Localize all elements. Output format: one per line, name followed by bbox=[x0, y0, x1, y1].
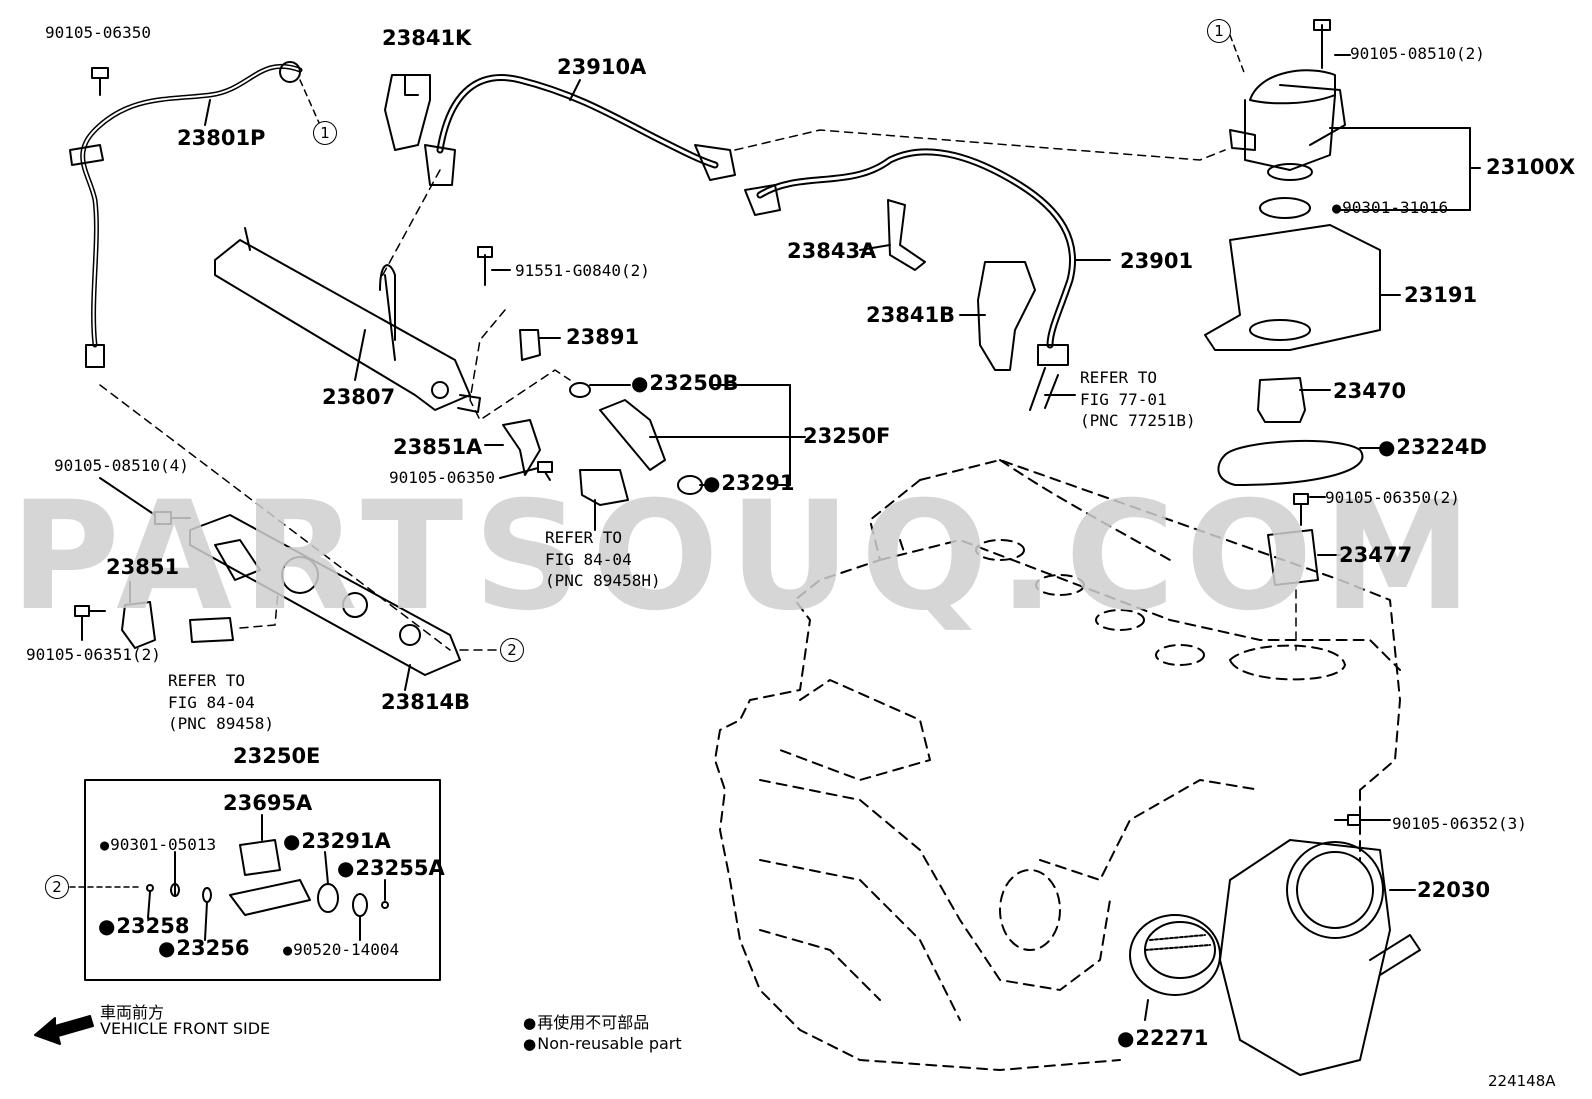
label-23910A[interactable]: 23910A bbox=[557, 55, 647, 79]
label-90105-08510-2[interactable]: 90105-08510(2) bbox=[1350, 44, 1485, 63]
inset-box-23250E bbox=[69, 779, 441, 981]
insulator-23891-drawing bbox=[519, 329, 541, 361]
bolt-top-left bbox=[91, 67, 109, 96]
legend-nonreusable-en: Non-reusable part bbox=[523, 1034, 681, 1053]
insulator-23191-drawing bbox=[1204, 224, 1381, 351]
label-23291[interactable]: 23291 bbox=[703, 473, 794, 494]
gasket-23224D-drawing bbox=[1217, 439, 1364, 486]
harness-23910A-drawing bbox=[424, 74, 736, 186]
label-23258[interactable]: 23258 bbox=[98, 916, 189, 937]
label-23224D[interactable]: 23224D bbox=[1378, 437, 1487, 458]
harness-23901-drawing bbox=[744, 148, 1077, 366]
label-23291A[interactable]: 23291A bbox=[283, 831, 390, 852]
label-91551-G0840-2[interactable]: 91551-G0840(2) bbox=[515, 261, 650, 280]
label-23851[interactable]: 23851 bbox=[106, 555, 180, 579]
label-90105-06350-top[interactable]: 90105-06350 bbox=[45, 23, 151, 42]
ref-circle-1-pump: 1 bbox=[1207, 19, 1231, 43]
insulator-23851-drawing bbox=[121, 601, 156, 649]
label-23841B[interactable]: 23841B bbox=[866, 303, 956, 327]
label-23250B[interactable]: 23250B bbox=[631, 373, 738, 394]
ref-circle-1: 1 bbox=[313, 121, 337, 145]
label-23100X[interactable]: 23100X bbox=[1486, 155, 1576, 179]
label-90520-14004[interactable]: 90520-14004 bbox=[283, 940, 399, 959]
label-90301-31016[interactable]: 90301-31016 bbox=[1332, 198, 1448, 217]
throttle-body-22030-drawing bbox=[1219, 814, 1421, 1076]
label-23250E[interactable]: 23250E bbox=[233, 744, 321, 768]
label-90105-06351-2[interactable]: 90105-06351(2) bbox=[26, 645, 161, 664]
oring-90301-31016 bbox=[1259, 197, 1311, 219]
figure-id: 224148A bbox=[1488, 1072, 1556, 1090]
refer-note-fig84-b[interactable]: REFER TO FIG 84-04 (PNC 89458) bbox=[168, 671, 274, 734]
label-23255A[interactable]: 23255A bbox=[337, 858, 444, 879]
label-90301-05013[interactable]: 90301-05013 bbox=[100, 835, 216, 854]
sleeve-23477-drawing bbox=[1267, 529, 1319, 586]
connector-23841B-drawing bbox=[977, 261, 1036, 371]
clip-23851A-drawing bbox=[502, 419, 541, 476]
front-arrow-icon bbox=[34, 1015, 94, 1045]
label-23891[interactable]: 23891 bbox=[566, 325, 640, 349]
label-23851A[interactable]: 23851A bbox=[393, 435, 483, 459]
connector-23841K-drawing bbox=[384, 74, 431, 151]
label-23191[interactable]: 23191 bbox=[1404, 283, 1478, 307]
label-23801P[interactable]: 23801P bbox=[177, 126, 266, 150]
engine-block-drawing bbox=[714, 459, 1401, 1071]
lifter-23470-drawing bbox=[1257, 377, 1306, 423]
fuel-tube-23801P-drawing bbox=[69, 61, 303, 368]
gasket-22271-drawing bbox=[1129, 914, 1221, 996]
label-23477[interactable]: 23477 bbox=[1339, 543, 1413, 567]
refer-note-fig84-a[interactable]: REFER TO FIG 84-04 (PNC 89458H) bbox=[545, 528, 661, 591]
label-90105-06352-3[interactable]: 90105-06352(3) bbox=[1392, 814, 1527, 833]
label-90105-06350-2[interactable]: 90105-06350(2) bbox=[1325, 488, 1460, 507]
ref-circle-2: 2 bbox=[500, 638, 524, 662]
label-22271[interactable]: 22271 bbox=[1117, 1028, 1208, 1049]
refer-note-fig77[interactable]: REFER TO FIG 77-01 (PNC 77251B) bbox=[1080, 368, 1196, 431]
label-23901[interactable]: 23901 bbox=[1120, 249, 1194, 273]
label-23470[interactable]: 23470 bbox=[1333, 379, 1407, 403]
label-90105-06350-mid[interactable]: 90105-06350 bbox=[389, 468, 495, 487]
label-23841K[interactable]: 23841K bbox=[382, 26, 472, 50]
label-23250F[interactable]: 23250F bbox=[803, 424, 891, 448]
label-23807[interactable]: 23807 bbox=[322, 385, 396, 409]
legend-nonreusable-jp: 再使用不可部品 bbox=[523, 1009, 649, 1033]
ref-circle-2-inset: 2 bbox=[45, 875, 69, 899]
injector-23250F-drawing bbox=[569, 382, 703, 495]
delivery-pipe-23807-drawing bbox=[214, 227, 481, 413]
delivery-pipe-23814B-drawing bbox=[189, 514, 461, 676]
front-label-en: VEHICLE FRONT SIDE bbox=[100, 1019, 271, 1038]
label-23814B[interactable]: 23814B bbox=[381, 690, 471, 714]
label-22030[interactable]: 22030 bbox=[1417, 878, 1491, 902]
label-90105-08510-4[interactable]: 90105-08510(4) bbox=[54, 456, 189, 475]
front-label-jp: 車両前方 bbox=[100, 1003, 165, 1022]
label-23695A[interactable]: 23695A bbox=[223, 791, 313, 815]
fuel-pump-23100X-drawing bbox=[1229, 19, 1346, 181]
bracket-23843A-drawing bbox=[887, 199, 926, 271]
label-23843A[interactable]: 23843A bbox=[787, 239, 877, 263]
label-23256[interactable]: 23256 bbox=[158, 938, 249, 959]
